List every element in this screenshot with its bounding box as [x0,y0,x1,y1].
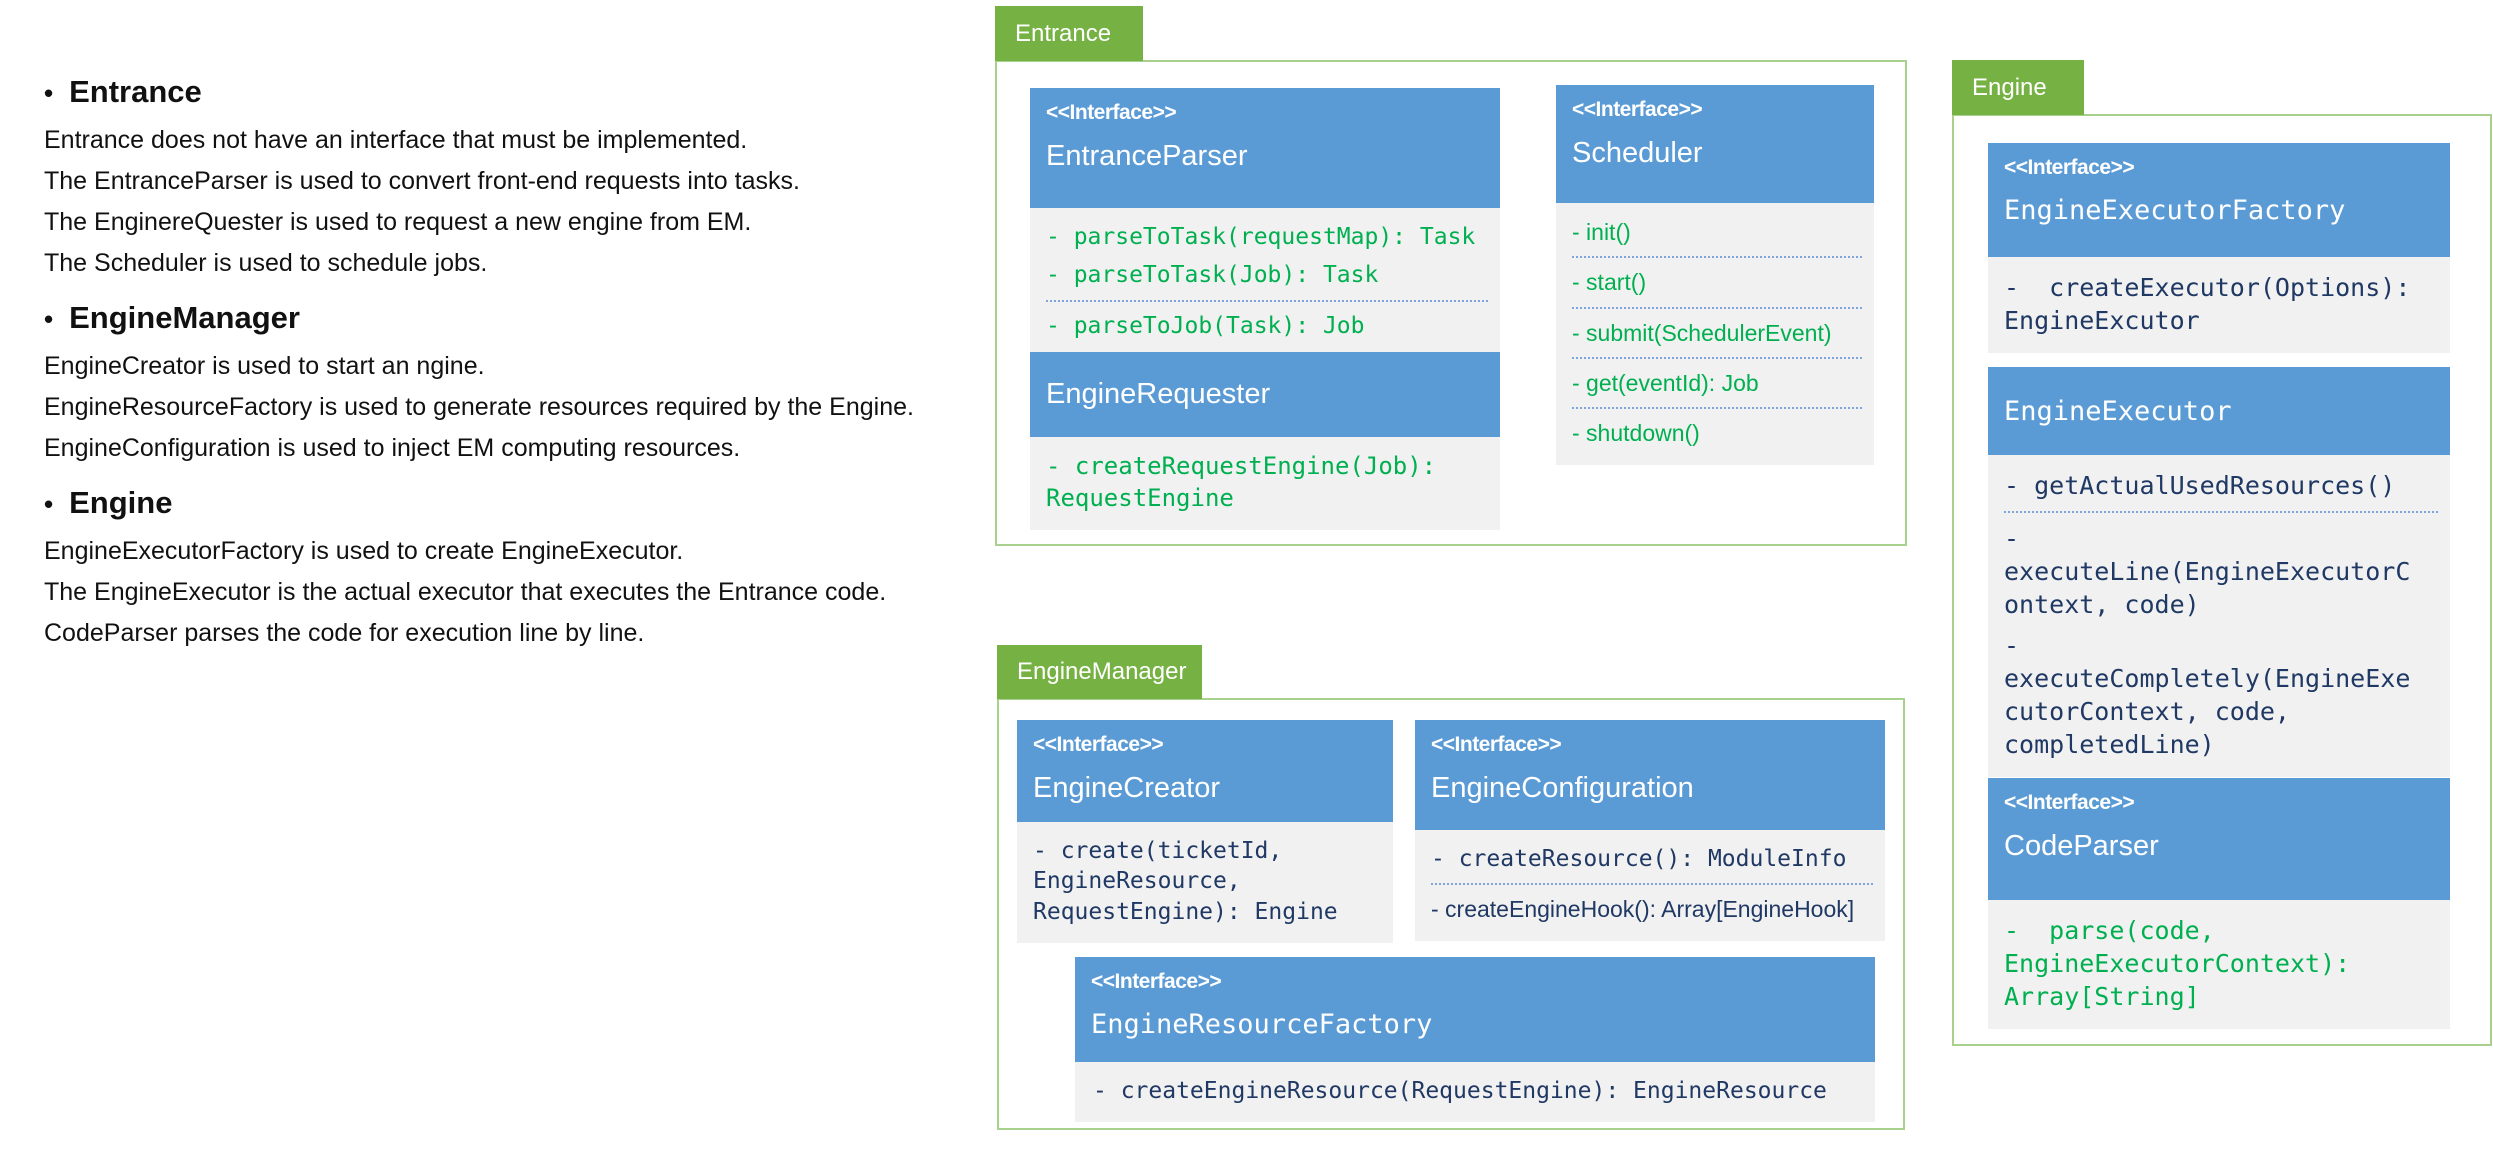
method: - get(eventId): Job [1572,364,1862,409]
class-methods: - createEngineResource(RequestEngine): E… [1075,1062,1875,1122]
method: - createExecutor(Options): EngineExcutor [2004,267,2438,341]
note-line: EngineConfiguration is used to inject EM… [44,428,979,469]
method: - create(ticketId, EngineResource, Reque… [1033,832,1381,931]
class-box-engine-executor-factory: <<Interface>> EngineExecutorFactory - crea… [1988,143,2450,353]
note-heading: • Engine [44,485,979,521]
bullet-icon: • [44,78,53,109]
class-header: <<Interface>> CodeParser [1988,778,2450,900]
method: - createRequestEngine(Job): RequestEngin… [1046,447,1488,518]
note-heading-text: Entrance [69,74,202,110]
class-box-engine-requester: EngineRequester - createRequestEngine(Job… [1030,352,1500,530]
stereotype-label: <<Interface>> [1033,733,1377,757]
class-title: EngineRequester [1046,378,1270,411]
class-methods: - createRequestEngine(Job): RequestEngin… [1030,437,1500,530]
method: - start() [1572,263,1862,308]
method: - init() [1572,213,1862,258]
method: - createEngineResource(RequestEngine): E… [1093,1072,1863,1110]
method: - executeLine(EngineExecutorC ontext, co… [2004,518,2438,625]
class-title: EntranceParser [1046,140,1484,173]
class-title: EngineConfiguration [1431,772,1869,805]
stereotype-label: <<Interface>> [1046,101,1484,125]
method: - getActualUsedResources() [2004,465,2438,513]
method: - submit(SchedulerEvent) [1572,314,1862,359]
note-line: EngineExecutorFactory is used to create … [44,531,979,572]
class-header: <<Interface>> Scheduler [1556,85,1874,203]
note-line: The EngineExecutor is the actual executo… [44,572,979,613]
group-tab-entrance: Entrance [995,6,1143,61]
bullet-icon: • [44,489,53,520]
note-line: The Scheduler is used to schedule jobs. [44,243,979,284]
class-box-code-parser: <<Interface>> CodeParser - parse(code, Eng… [1988,778,2450,1029]
class-header: <<Interface>> EntranceParser [1030,88,1500,208]
class-methods: - getActualUsedResources() - executeLine(… [1988,455,2450,777]
class-title: EngineResourceFactory [1091,1009,1859,1040]
note-heading: • EngineManager [44,300,979,336]
note-line: EngineResourceFactory is used to generat… [44,387,979,428]
class-box-engine-resource-factory: <<Interface>> EngineResourceFactory - crea… [1075,957,1875,1122]
note-heading-text: Engine [69,485,172,521]
stereotype-label: <<Interface>> [2004,791,2434,815]
class-title: EngineExecutor [2004,396,2232,427]
class-box-engine-executor: EngineExecutor - getActualUsedResources()… [1988,367,2450,777]
class-header: <<Interface>> EngineExecutorFactory [1988,143,2450,257]
class-header: EngineExecutor [1988,367,2450,455]
bullet-icon: • [44,304,53,335]
note-heading: • Entrance [44,74,979,110]
class-box-engine-creator: <<Interface>> EngineCreator - create(ticke… [1017,720,1393,943]
method: - parseToTask(Job): Task [1046,256,1488,301]
class-methods: - createResource(): ModuleInfo - createEn… [1415,830,1885,941]
method: - createResource(): ModuleInfo [1431,840,1873,885]
class-header: <<Interface>> EngineConfiguration [1415,720,1885,830]
method: - parse(code, EngineExecutorContext): Ar… [2004,910,2438,1017]
class-title: EngineCreator [1033,772,1377,805]
class-box-entrance-parser: <<Interface>> EntranceParser - parseToTask… [1030,88,1500,357]
method: - parseToTask(requestMap): Task [1046,218,1488,256]
note-line: The EntranceParser is used to convert fr… [44,161,979,202]
note-line: Entrance does not have an interface that… [44,120,979,161]
group-tab-engine-manager: EngineManager [997,645,1202,699]
stereotype-label: <<Interface>> [1572,98,1858,122]
notes: • EntranceEntrance does not have an inter… [44,74,979,654]
class-box-scheduler: <<Interface>>Scheduler- init()- start()-… [1556,85,1874,465]
stereotype-label: <<Interface>> [1091,970,1859,994]
group-tab-engine: Engine [1952,60,2084,115]
note-heading-text: EngineManager [69,300,300,336]
class-title: CodeParser [2004,830,2434,863]
class-header: <<Interface>> EngineResourceFactory [1075,957,1875,1062]
method: - shutdown() [1572,414,1862,452]
note-line: The EnginereQuester is used to request a… [44,202,979,243]
class-title: Scheduler [1572,137,1858,170]
class-header: EngineRequester [1030,352,1500,437]
class-methods: - parse(code, EngineExecutorContext): Ar… [1988,900,2450,1029]
class-title: EngineExecutorFactory [2004,195,2434,226]
class-box-engine-configuration: <<Interface>> EngineConfiguration - create… [1415,720,1885,941]
class-methods: - parseToTask(requestMap): Task- parseTo… [1030,208,1500,357]
class-methods: - init() - start() - submit(SchedulerEvent… [1556,203,1874,465]
method: - createEngineHook(): Array[EngineHook] [1431,890,1873,928]
class-header: <<Interface>> EngineCreator [1017,720,1393,822]
class-methods: - create(ticketId, EngineResource, Reque… [1017,822,1393,943]
method: - executeCompletely(EngineExe cutorConte… [2004,625,2438,765]
stereotype-label: <<Interface>> [1431,733,1869,757]
class-methods: - createExecutor(Options): EngineExcutor [1988,257,2450,353]
method: - parseToJob(Task): Job [1046,307,1488,345]
stereotype-label: <<Interface>> [2004,156,2434,180]
note-line: EngineCreator is used to start an ngine. [44,346,979,387]
note-line: CodeParser parses the code for execution… [44,613,979,654]
